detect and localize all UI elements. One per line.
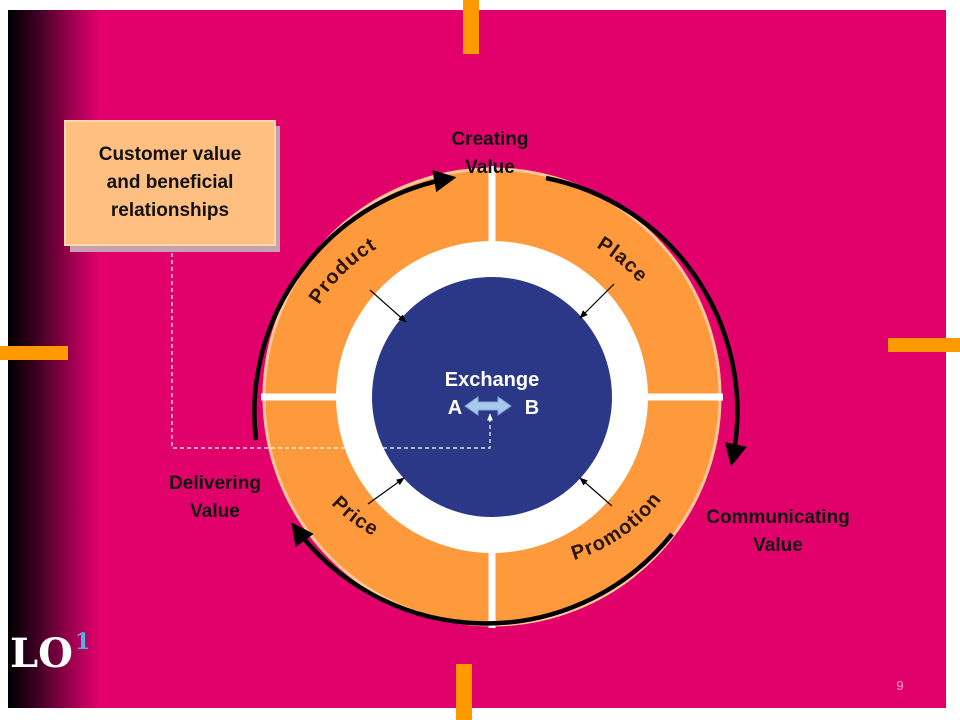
accent-tick-right [888, 338, 960, 352]
page-number: 9 [896, 678, 904, 693]
accent-tick-top [463, 0, 479, 54]
exchange-double-arrow [464, 396, 512, 416]
exchange-party-b: B [525, 397, 539, 419]
customer-value-callout: Customer value and beneficial relationsh… [64, 120, 276, 246]
accent-tick-bottom [456, 664, 472, 720]
pointer-arrow-price [367, 477, 405, 505]
label-communicating-value: Communicating Value [706, 507, 850, 556]
lo-text: LO [10, 630, 73, 677]
lo-number: 1 [74, 628, 91, 655]
label-creating-value: Creating Value [451, 129, 529, 178]
curved-arrow-delivering [291, 522, 674, 626]
curved-arrow-creating [252, 169, 457, 441]
exchange-title: Exchange [445, 369, 539, 391]
curved-arrow-communicating [545, 175, 747, 467]
pointer-arrow-product [369, 289, 407, 323]
exchange-circle [372, 277, 612, 517]
exchange-party-a: A [448, 397, 462, 419]
label-delivering-value: Delivering Value [169, 473, 261, 522]
dashed-connector [171, 246, 493, 449]
learning-objective-badge: LO1 [10, 628, 91, 677]
pointer-arrow-place [579, 283, 615, 319]
pointer-arrow-promotion [579, 477, 613, 507]
accent-tick-left [0, 346, 68, 360]
